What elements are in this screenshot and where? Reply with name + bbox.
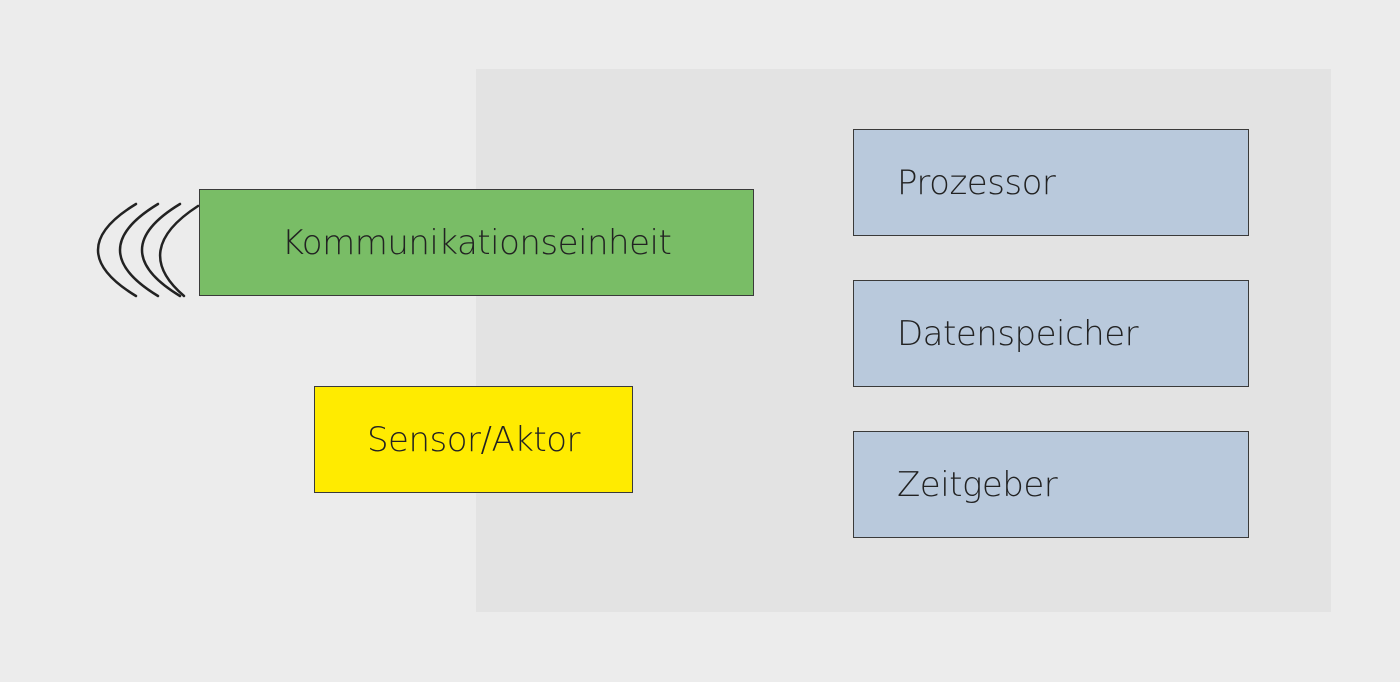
data-storage-label: Datenspeicher	[897, 313, 1139, 354]
communication-unit-label: Kommunikationseinheit	[281, 222, 672, 263]
data-storage-box: Datenspeicher	[853, 280, 1249, 387]
radio-waves-icon	[96, 202, 200, 298]
processor-box: Prozessor	[853, 129, 1249, 236]
timer-box: Zeitgeber	[853, 431, 1249, 538]
processor-label: Prozessor	[897, 162, 1056, 203]
communication-unit-box: Kommunikationseinheit	[199, 189, 754, 296]
sensor-actuator-label: Sensor/Aktor	[366, 419, 581, 460]
sensor-actuator-box: Sensor/Aktor	[314, 386, 633, 493]
timer-label: Zeitgeber	[897, 464, 1058, 505]
